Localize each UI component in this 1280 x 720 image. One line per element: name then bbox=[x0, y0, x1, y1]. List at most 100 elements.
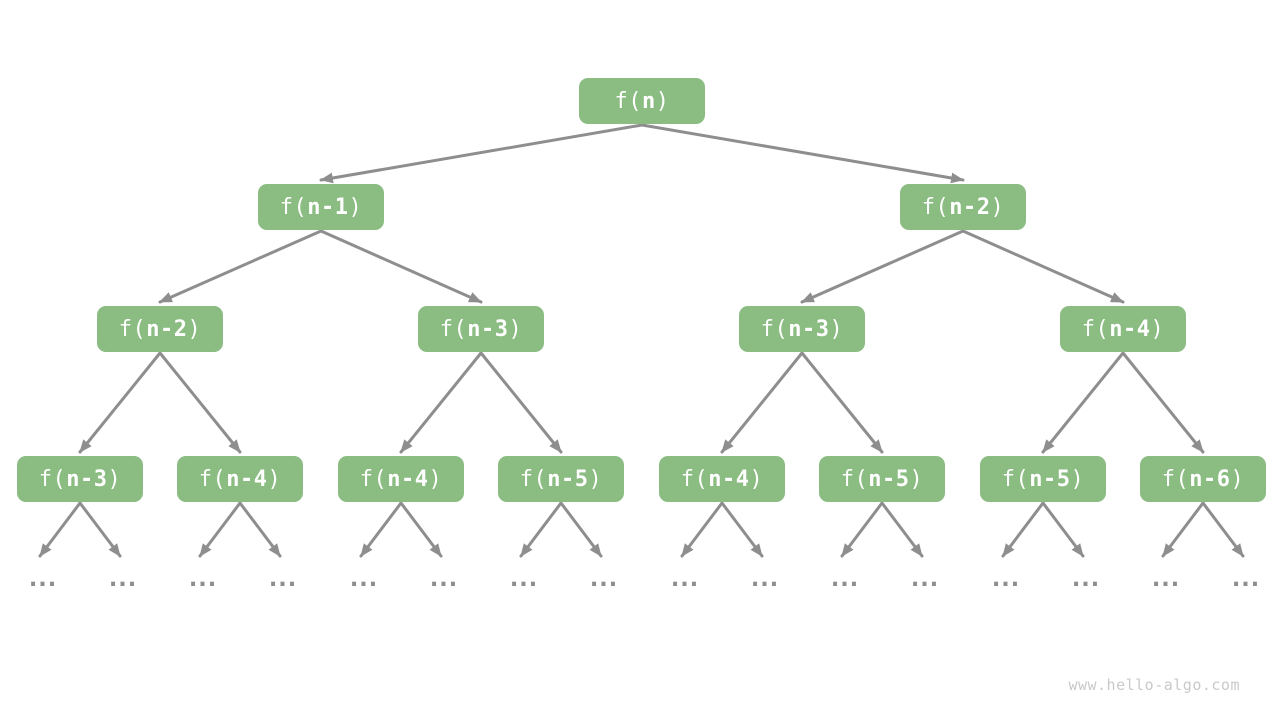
node-label-prefix: f( bbox=[760, 316, 789, 342]
tree-node: f(n-5) bbox=[980, 456, 1106, 502]
ellipsis-leaf: ... bbox=[346, 564, 380, 592]
tree-edge bbox=[198, 501, 242, 558]
node-label-suffix: ) bbox=[1230, 466, 1245, 492]
tree-node-root: f(n) bbox=[579, 78, 705, 124]
ellipsis-leaf: ... bbox=[1068, 564, 1102, 592]
node-label-variable: n-6 bbox=[1189, 466, 1231, 492]
node-label-suffix: ) bbox=[655, 88, 670, 114]
node-label-prefix: f( bbox=[38, 466, 67, 492]
node-label-suffix: ) bbox=[107, 466, 122, 492]
tree-edge bbox=[479, 351, 563, 454]
node-label-suffix: ) bbox=[990, 194, 1005, 220]
tree-node: f(n-4) bbox=[338, 456, 464, 502]
tree-edge bbox=[559, 501, 603, 558]
ellipsis-leaf: ... bbox=[265, 564, 299, 592]
tree-edge bbox=[399, 501, 443, 558]
tree-node: f(n-4) bbox=[659, 456, 785, 502]
node-label-variable: n-4 bbox=[708, 466, 750, 492]
node-label-variable: n-1 bbox=[307, 194, 349, 220]
tree-node: f(n-1) bbox=[258, 184, 384, 230]
node-label-prefix: f( bbox=[921, 194, 950, 220]
node-label-prefix: f( bbox=[614, 88, 642, 114]
tree-edge bbox=[319, 229, 483, 304]
ellipsis-leaf: ... bbox=[747, 564, 781, 592]
ellipsis-leaf: ... bbox=[907, 564, 941, 592]
tree-edge bbox=[1041, 351, 1125, 454]
tree-node: f(n-2) bbox=[900, 184, 1026, 230]
tree-edge bbox=[399, 351, 483, 454]
tree-edge bbox=[720, 501, 764, 558]
node-label-prefix: f( bbox=[1081, 316, 1110, 342]
tree-edge bbox=[880, 501, 924, 558]
tree-edge bbox=[1001, 501, 1045, 558]
node-label-suffix: ) bbox=[588, 466, 603, 492]
node-label-suffix: ) bbox=[1070, 466, 1085, 492]
tree-edge bbox=[1201, 501, 1245, 558]
tree-node: f(n-4) bbox=[177, 456, 303, 502]
node-label-prefix: f( bbox=[118, 316, 147, 342]
tree-edge bbox=[238, 501, 282, 558]
node-label-prefix: f( bbox=[680, 466, 709, 492]
node-label-suffix: ) bbox=[348, 194, 363, 220]
node-label-variable: n-4 bbox=[387, 466, 429, 492]
node-label-suffix: ) bbox=[749, 466, 764, 492]
node-label-prefix: f( bbox=[279, 194, 308, 220]
tree-node: f(n-3) bbox=[739, 306, 865, 352]
node-label-suffix: ) bbox=[187, 316, 202, 342]
node-label-variable: n-3 bbox=[788, 316, 830, 342]
node-label-suffix: ) bbox=[267, 466, 282, 492]
node-label-suffix: ) bbox=[428, 466, 443, 492]
ellipsis-leaf: ... bbox=[1228, 564, 1262, 592]
tree-node: f(n-5) bbox=[498, 456, 624, 502]
node-label-variable: n-4 bbox=[226, 466, 268, 492]
node-label-prefix: f( bbox=[439, 316, 468, 342]
node-label-variable: n-2 bbox=[146, 316, 188, 342]
node-label-variable: n-5 bbox=[547, 466, 589, 492]
tree-edge bbox=[359, 501, 403, 558]
tree-edge bbox=[1041, 501, 1085, 558]
node-label-suffix: ) bbox=[508, 316, 523, 342]
tree-edge bbox=[680, 501, 724, 558]
ellipsis-leaf: ... bbox=[105, 564, 139, 592]
tree-edge bbox=[840, 501, 884, 558]
tree-edge bbox=[158, 351, 242, 454]
node-label-suffix: ) bbox=[1150, 316, 1165, 342]
tree-edge bbox=[158, 229, 323, 304]
node-label-prefix: f( bbox=[1001, 466, 1030, 492]
ellipsis-leaf: ... bbox=[1148, 564, 1182, 592]
node-label-variable: n-3 bbox=[66, 466, 108, 492]
tree-edge bbox=[720, 351, 804, 454]
tree-edge bbox=[961, 229, 1125, 304]
ellipsis-leaf: ... bbox=[827, 564, 861, 592]
node-label-prefix: f( bbox=[359, 466, 388, 492]
ellipsis-leaf: ... bbox=[506, 564, 540, 592]
tree-node: f(n-6) bbox=[1140, 456, 1266, 502]
tree-edge bbox=[78, 501, 122, 558]
ellipsis-leaf: ... bbox=[586, 564, 620, 592]
node-label-variable: n-5 bbox=[1029, 466, 1071, 492]
node-label-variable: n-4 bbox=[1109, 316, 1151, 342]
tree-node: f(n-4) bbox=[1060, 306, 1186, 352]
ellipsis-leaf: ... bbox=[667, 564, 701, 592]
tree-edge bbox=[319, 123, 644, 184]
node-label-suffix: ) bbox=[909, 466, 924, 492]
tree-node: f(n-2) bbox=[97, 306, 223, 352]
tree-edge bbox=[519, 501, 563, 558]
node-label-variable: n bbox=[642, 88, 656, 114]
tree-edge bbox=[800, 351, 884, 454]
node-label-variable: n-2 bbox=[949, 194, 991, 220]
ellipsis-leaf: ... bbox=[185, 564, 219, 592]
node-label-prefix: f( bbox=[519, 466, 548, 492]
ellipsis-leaf: ... bbox=[988, 564, 1022, 592]
tree-edge bbox=[1161, 501, 1205, 558]
ellipsis-leaf: ... bbox=[426, 564, 460, 592]
tree-edge bbox=[1121, 351, 1205, 454]
tree-edge bbox=[800, 229, 965, 304]
tree-edge bbox=[38, 501, 82, 558]
node-label-variable: n-5 bbox=[868, 466, 910, 492]
tree-node: f(n-3) bbox=[17, 456, 143, 502]
node-label-prefix: f( bbox=[1161, 466, 1190, 492]
tree-edge bbox=[78, 351, 162, 454]
